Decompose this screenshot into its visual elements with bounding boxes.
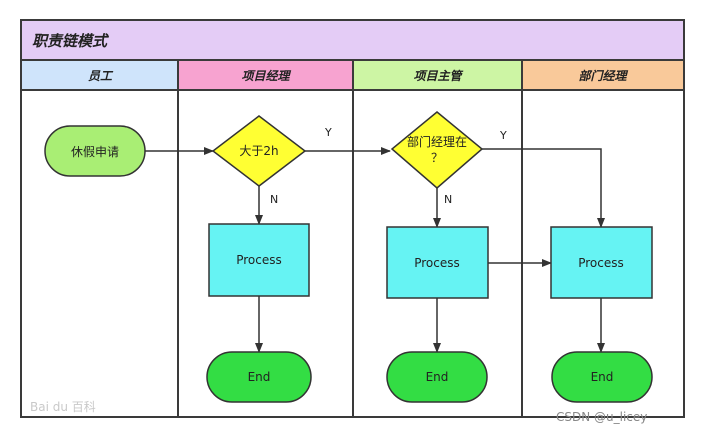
process-label: Process [578, 256, 624, 270]
edge-label-yes: Y [499, 129, 507, 142]
process-label: Process [236, 253, 282, 267]
edge-label-yes: Y [324, 126, 332, 139]
decision-label-line1: 部门经理在 [407, 134, 467, 149]
diagram-title: 职责链模式 [32, 32, 108, 50]
end-label: End [426, 370, 449, 384]
process-dept: Process [550, 226, 653, 299]
node-leave-request: 休假申请 [44, 125, 146, 177]
swimlane-frame: 职责链模式 员工 项目经理 项目主管 部门经理 [20, 19, 685, 418]
watermark-baidu: Bai du 百科 [30, 400, 96, 414]
lane-header-employee: 员工 [22, 61, 178, 91]
lane-divider [521, 61, 523, 416]
decision-label-line2: ？ [431, 151, 443, 165]
lane-header-dept: 部门经理 [522, 61, 683, 91]
end-supervisor: End [386, 351, 488, 403]
watermark-csdn: CSDN @u_licey [556, 410, 648, 424]
lane-header-pm: 项目经理 [178, 61, 353, 91]
decision-dept-manager-present: 部门经理在 ？ [390, 111, 484, 189]
lane-divider [352, 61, 354, 416]
end-label: End [248, 370, 271, 384]
process-supervisor: Process [386, 226, 489, 299]
node-label: 休假申请 [71, 145, 119, 159]
end-label: End [591, 370, 614, 384]
decision-over-2h: 大于2h [211, 115, 307, 187]
edge-dept-decision-yes [482, 148, 605, 228]
edge-label-no: N [270, 193, 278, 206]
process-pm: Process [208, 223, 310, 297]
end-dept: End [551, 351, 653, 403]
edge-label-no: N [444, 193, 452, 206]
lane-divider [177, 61, 179, 416]
lane-header-supervisor: 项目主管 [353, 61, 522, 91]
process-label: Process [414, 256, 460, 270]
diagram-title-bar: 职责链模式 [22, 21, 683, 61]
end-pm: End [206, 351, 312, 403]
decision-label: 大于2h [239, 144, 278, 158]
